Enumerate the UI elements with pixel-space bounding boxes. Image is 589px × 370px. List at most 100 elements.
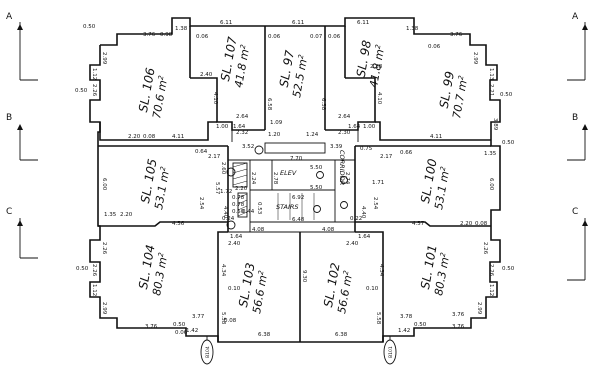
svg-text:7.70: 7.70 — [290, 156, 303, 162]
svg-text:4.10: 4.10 — [212, 92, 218, 105]
marker-corr-1 — [340, 176, 348, 184]
svg-text:6.00: 6.00 — [101, 178, 107, 191]
svg-text:2.21: 2.21 — [488, 84, 494, 96]
svg-text:0.53: 0.53 — [256, 202, 262, 215]
svg-text:2.38: 2.38 — [370, 64, 383, 70]
svg-text:2.78: 2.78 — [272, 172, 278, 185]
svg-text:0.64: 0.64 — [195, 149, 208, 155]
svg-text:0.06: 0.06 — [268, 34, 281, 40]
svg-text:4.08: 4.08 — [252, 227, 265, 233]
svg-text:1.20: 1.20 — [268, 132, 281, 138]
svg-text:1.42: 1.42 — [186, 328, 198, 334]
svg-text:3.78: 3.78 — [400, 314, 413, 320]
svg-text:0.44: 0.44 — [242, 209, 255, 215]
svg-text:6.11: 6.11 — [292, 20, 304, 26]
svg-text:2.99: 2.99 — [101, 302, 107, 315]
svg-text:3.89: 3.89 — [492, 118, 498, 131]
svg-text:0.78: 0.78 — [232, 195, 245, 201]
svg-text:0.06: 0.06 — [428, 44, 441, 50]
svg-text:2.99: 2.99 — [476, 302, 482, 315]
stair-steps — [277, 193, 315, 220]
svg-text:1.12: 1.12 — [91, 68, 97, 80]
section-a-right: A — [572, 12, 579, 22]
svg-text:0.06: 0.06 — [175, 330, 188, 336]
svg-text:0.22: 0.22 — [350, 216, 362, 222]
wall-106-bottom — [99, 121, 217, 141]
unit-106: SL. 106 70.6 m2 — [136, 66, 170, 119]
svg-text:3.76: 3.76 — [452, 324, 465, 330]
section-a-left: A — [6, 12, 13, 22]
tag-b104: B104 — [205, 346, 211, 358]
wall-107-bottom — [190, 77, 265, 131]
svg-text:1.64: 1.64 — [233, 124, 246, 130]
svg-text:2.20: 2.20 — [120, 212, 133, 218]
svg-text:4.08: 4.08 — [322, 227, 335, 233]
svg-text:6.58: 6.58 — [266, 98, 272, 111]
unit-97: SL. 97 52.5 m2 — [277, 49, 311, 99]
svg-text:2.17: 2.17 — [380, 154, 393, 160]
svg-text:3.76: 3.76 — [450, 32, 463, 38]
marker-corr-2 — [340, 201, 348, 209]
svg-text:0.50: 0.50 — [502, 140, 515, 146]
svg-text:2.60: 2.60 — [220, 162, 226, 175]
unit-102: SL. 102 56.6 m2 — [321, 262, 355, 315]
svg-text:0.07: 0.07 — [310, 34, 323, 40]
svg-text:0.10: 0.10 — [366, 286, 379, 292]
label-stairs: STAIRS — [276, 203, 299, 211]
svg-text:0.08: 0.08 — [224, 318, 237, 324]
svg-text:2.40: 2.40 — [228, 241, 241, 247]
svg-text:0.78: 0.78 — [232, 202, 245, 208]
unit-107: SL. 107 41.8 m2 — [218, 35, 252, 88]
section-markers-right — [567, 22, 588, 281]
svg-text:0.08: 0.08 — [475, 221, 488, 227]
svg-text:1.12: 1.12 — [91, 284, 97, 296]
svg-text:1.13: 1.13 — [488, 68, 494, 81]
svg-text:4.34: 4.34 — [220, 264, 226, 277]
wall-98-bottom — [325, 77, 376, 131]
unit-103: SL. 103 56.6 m2 — [236, 262, 270, 315]
svg-text:0.50: 0.50 — [173, 322, 186, 328]
svg-text:1.71: 1.71 — [372, 180, 384, 186]
svg-text:4.11: 4.11 — [172, 134, 184, 140]
svg-text:1.64: 1.64 — [230, 234, 243, 240]
wall-105-bottom — [98, 221, 228, 227]
svg-text:9.30: 9.30 — [301, 270, 307, 283]
svg-text:4.10: 4.10 — [376, 92, 382, 105]
svg-text:2.26: 2.26 — [488, 264, 494, 277]
svg-text:1.42: 1.42 — [398, 328, 410, 334]
svg-text:0.50: 0.50 — [76, 266, 89, 272]
svg-text:1.38: 1.38 — [175, 26, 188, 32]
svg-text:2.64: 2.64 — [338, 114, 351, 120]
label-elev: ELEV — [280, 169, 297, 177]
svg-text:SL. 99: SL. 99 — [437, 70, 457, 109]
svg-text:2.17: 2.17 — [208, 154, 221, 160]
svg-text:2.24: 2.24 — [250, 172, 256, 185]
svg-text:6.11: 6.11 — [357, 20, 369, 26]
svg-text:4.11: 4.11 — [430, 134, 442, 140]
svg-text:0.10: 0.10 — [228, 286, 241, 292]
svg-text:3.76: 3.76 — [143, 32, 156, 38]
section-c-right: C — [572, 207, 578, 217]
tag-b101: B101 — [388, 346, 394, 358]
svg-text:3.39: 3.39 — [330, 144, 343, 150]
svg-text:0.50: 0.50 — [414, 322, 427, 328]
svg-text:5.57: 5.57 — [214, 182, 220, 195]
svg-text:3.77: 3.77 — [192, 314, 205, 320]
svg-text:6.11: 6.11 — [220, 20, 232, 26]
marker-1 — [226, 167, 236, 177]
section-b-right: B — [572, 113, 578, 123]
svg-text:SL. 97: SL. 97 — [277, 49, 297, 88]
svg-text:1.38: 1.38 — [406, 26, 419, 32]
core-top-box — [264, 142, 326, 154]
svg-text:6.58: 6.58 — [320, 98, 326, 111]
unit-101: SL. 101 80.3 m2 — [418, 244, 452, 297]
label-corridor: CORRIDOR — [338, 150, 346, 185]
svg-text:0.50: 0.50 — [75, 88, 88, 94]
svg-text:2.99: 2.99 — [472, 52, 478, 65]
wall-99-bottom — [375, 121, 491, 141]
svg-text:4.40: 4.40 — [360, 206, 366, 219]
svg-text:2.40: 2.40 — [346, 241, 359, 247]
svg-text:2.20: 2.20 — [235, 186, 248, 192]
svg-text:2.26: 2.26 — [101, 242, 107, 255]
svg-text:2.30: 2.30 — [338, 130, 351, 136]
